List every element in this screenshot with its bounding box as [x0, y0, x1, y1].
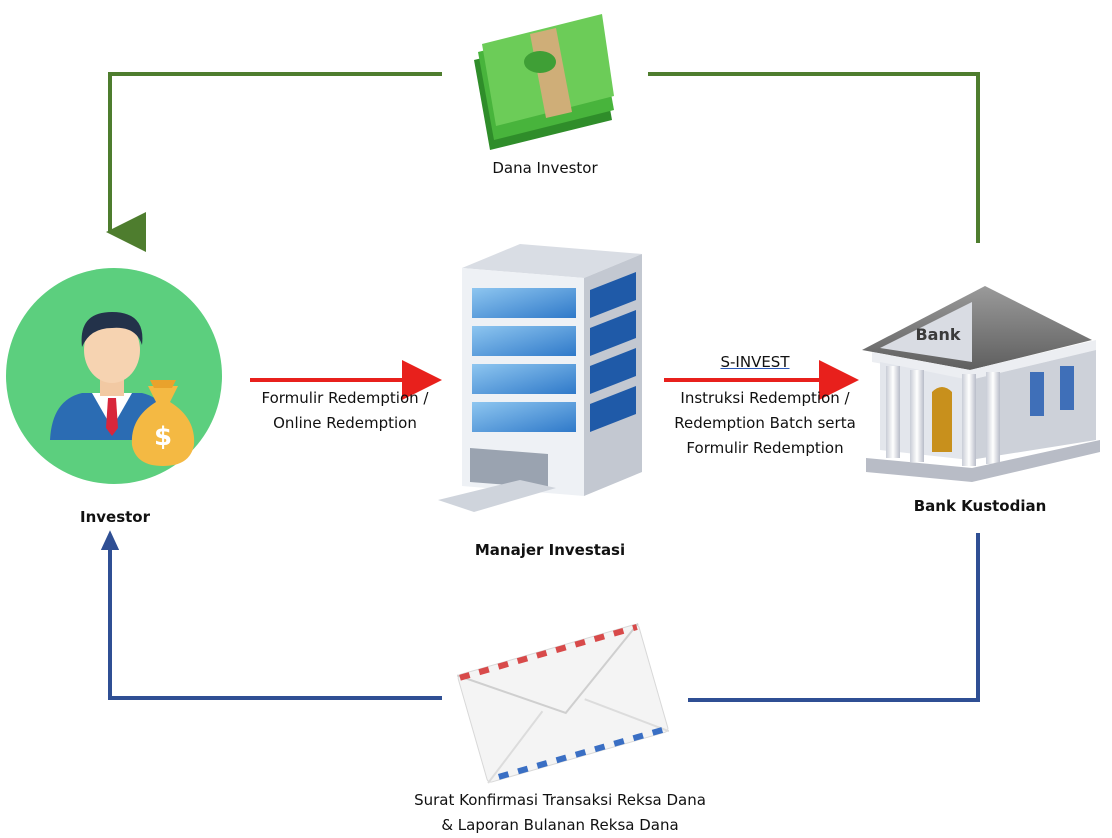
surat-konfirmasi-label: Surat Konfirmasi Transaksi Reksa Dana & …: [380, 788, 740, 838]
sinvest-text: S-INVEST: [720, 353, 790, 371]
bank-sign: Bank: [915, 325, 960, 344]
bank-building-icon: Bank: [862, 286, 1100, 482]
instruksi-line-2: Redemption Batch serta: [674, 414, 856, 432]
svg-text:$: $: [154, 422, 172, 452]
surat-konfirmasi-flow: [100, 530, 980, 702]
formulir-line-1: Formulir Redemption /: [261, 389, 429, 407]
manajer-investasi-label: Manajer Investasi: [474, 541, 626, 559]
sinvest-label: S-INVEST: [715, 350, 795, 375]
bank-kustodian-label: Bank Kustodian: [913, 497, 1047, 515]
surat-line-2: & Laporan Bulanan Reksa Dana: [441, 816, 679, 834]
formulir-line-2: Online Redemption: [273, 414, 417, 432]
investor-money-bag-icon: $: [6, 268, 222, 484]
formulir-redemption-label: Formulir Redemption / Online Redemption: [240, 386, 450, 436]
surat-line-1: Surat Konfirmasi Transaksi Reksa Dana: [414, 791, 706, 809]
instruksi-line-1: Instruksi Redemption /: [680, 389, 850, 407]
investor-label: Investor: [79, 508, 150, 526]
instruksi-line-3: Formulir Redemption: [686, 439, 844, 457]
dana-investor-flow: [106, 72, 980, 252]
airmail-envelope-icon: [456, 622, 670, 784]
instruksi-redemption-label: Instruksi Redemption / Redemption Batch …: [650, 386, 880, 461]
cash-stack-icon: [474, 14, 614, 150]
dana-investor-label: Dana Investor: [492, 159, 598, 177]
office-building-icon: [438, 244, 642, 512]
